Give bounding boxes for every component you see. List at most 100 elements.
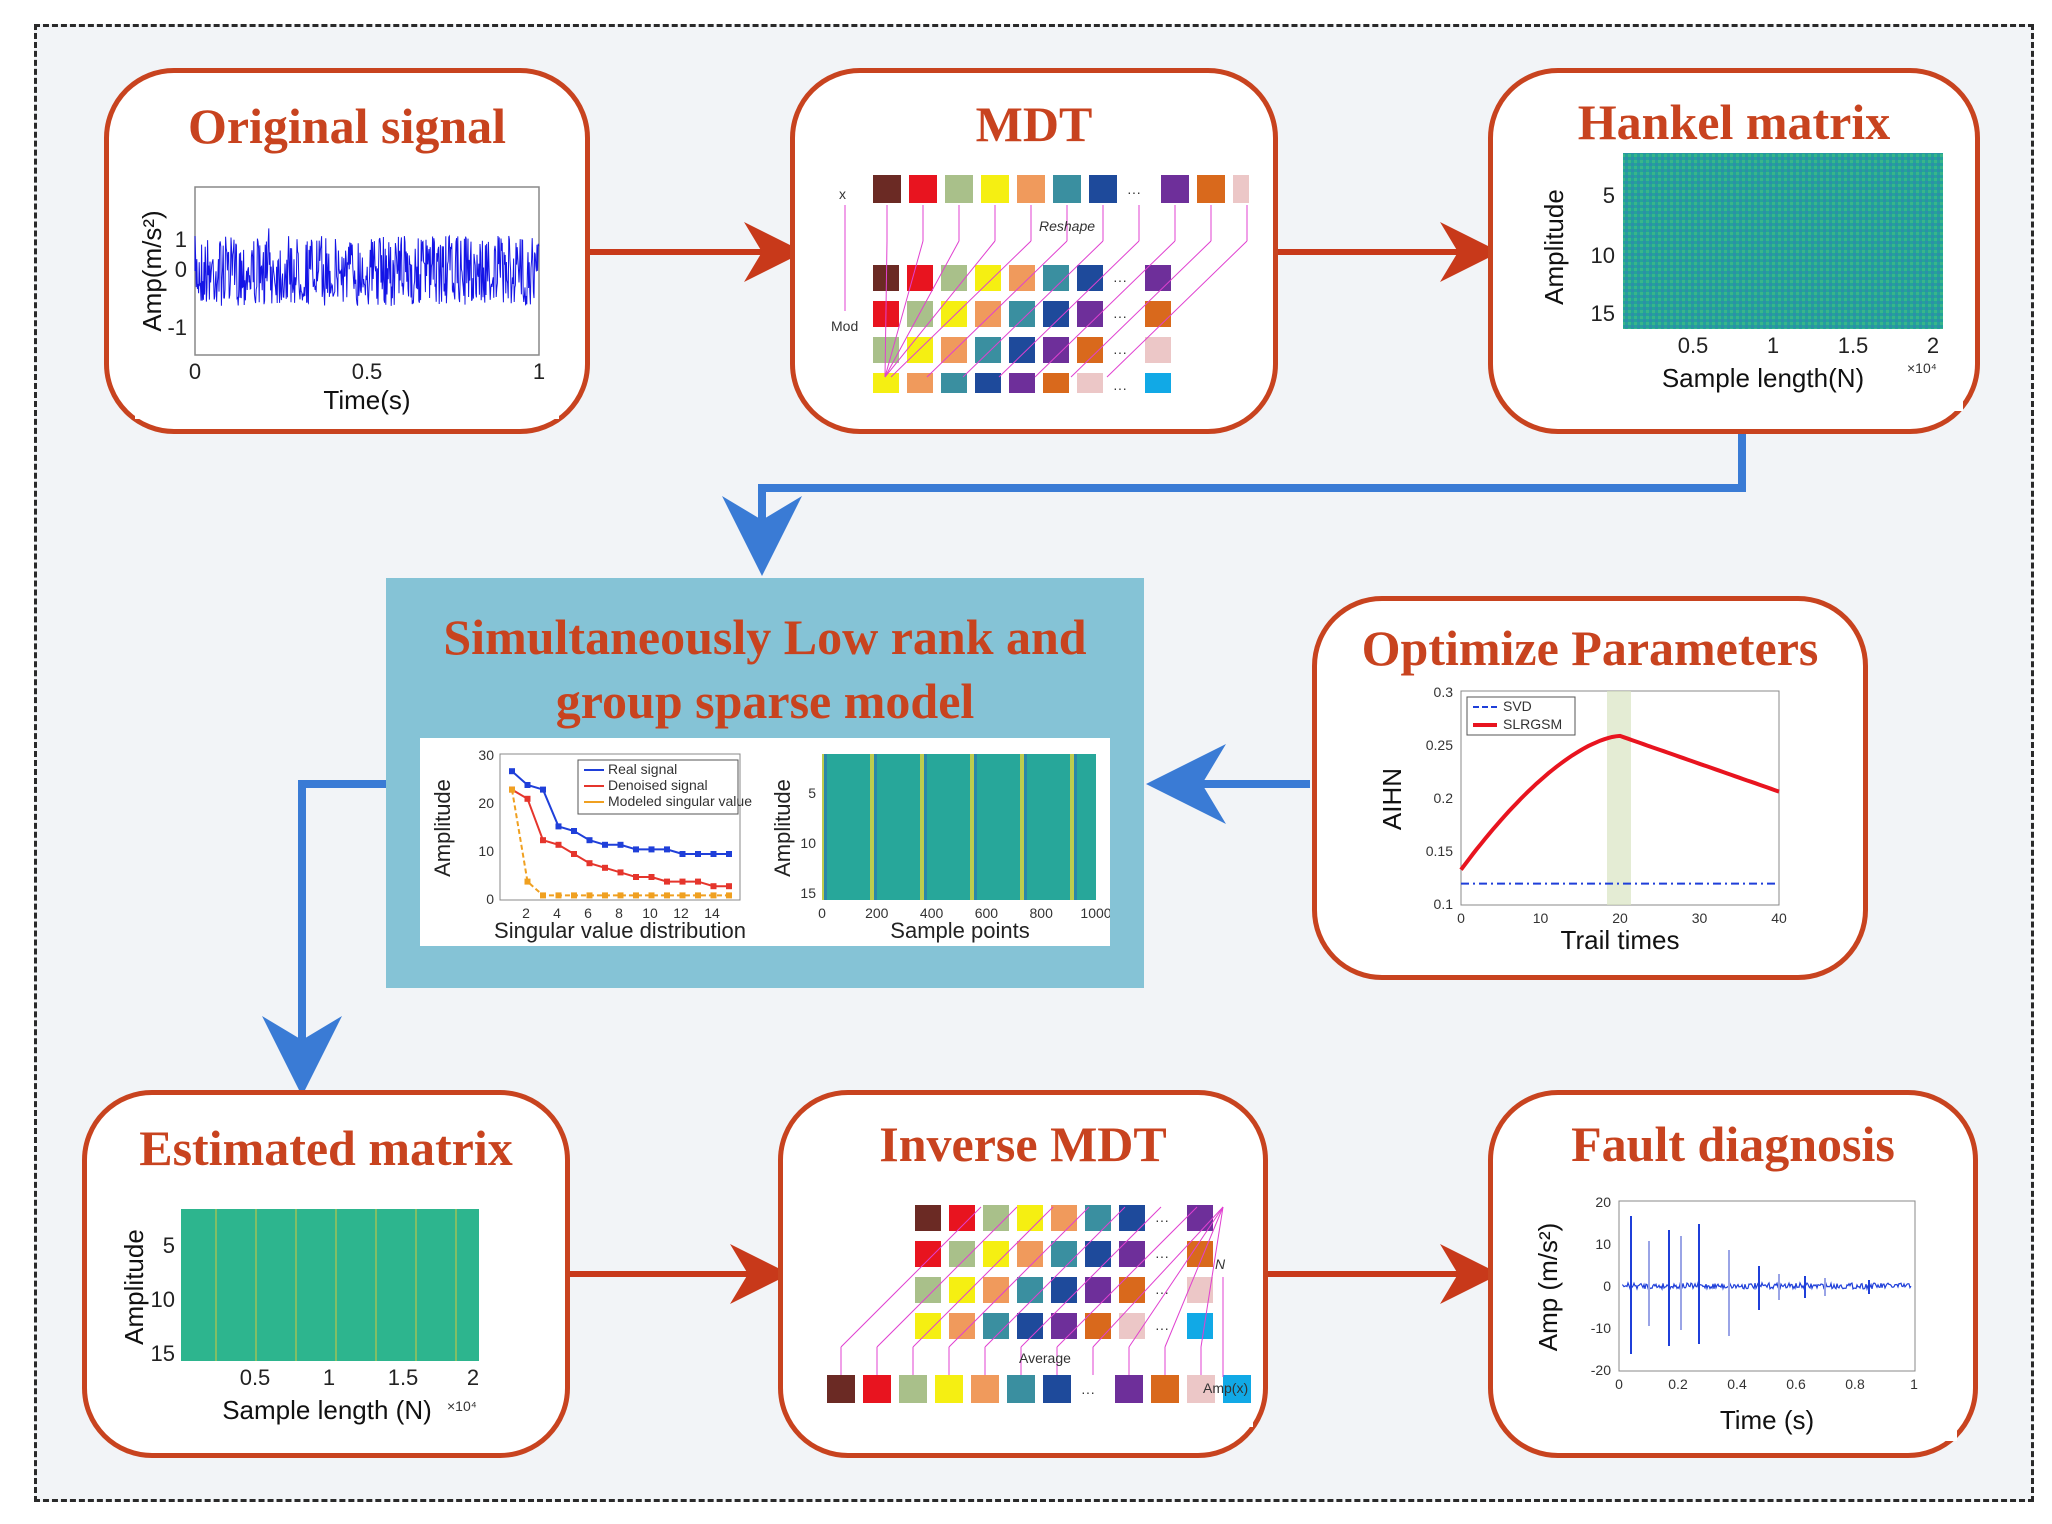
sv-marker bbox=[524, 878, 531, 885]
mdt-top-row-cell bbox=[1053, 175, 1081, 203]
inverse-right-label-bottom: Amp(x) bbox=[1203, 1380, 1248, 1396]
inv-row-cell bbox=[915, 1313, 941, 1339]
inv-bottom-row-cell bbox=[935, 1375, 963, 1403]
mdt-link bbox=[884, 240, 924, 378]
inv-link bbox=[1200, 1206, 1224, 1348]
original-signal-plot: 1 0 -1 0 0.5 1 Time(s) Amp(m/s²) bbox=[135, 167, 559, 419]
mdt-row-cell bbox=[1145, 265, 1171, 291]
mdt-row-cell bbox=[975, 265, 1001, 291]
sv-marker bbox=[571, 851, 577, 857]
inv-bottom-row-cell bbox=[827, 1375, 855, 1403]
estimated-heatmap bbox=[181, 1209, 479, 1361]
y-tick: -1 bbox=[167, 315, 187, 340]
y-tick: 0 bbox=[175, 257, 187, 282]
inv-bottom-row-cell bbox=[1007, 1375, 1035, 1403]
sv-marker bbox=[648, 874, 655, 880]
inverse-squares: ··············· bbox=[827, 1205, 1251, 1403]
inv-row-cell bbox=[949, 1313, 975, 1339]
x-axis-exponent: ×10⁴ bbox=[447, 1398, 477, 1414]
legend-entry: Denoised signal bbox=[608, 777, 708, 793]
y-tick: -20 bbox=[1591, 1362, 1611, 1378]
optimum-band bbox=[1607, 691, 1631, 905]
x-tick: 1 bbox=[323, 1365, 335, 1390]
x-tick: 2 bbox=[1927, 333, 1939, 358]
y-tick: 10 bbox=[800, 835, 816, 851]
x-tick: 20 bbox=[1612, 910, 1628, 926]
y-tick: 0.15 bbox=[1426, 843, 1453, 859]
legend-entry: SVD bbox=[1503, 698, 1532, 714]
inv-row-cell bbox=[1085, 1205, 1111, 1231]
x-axis-exponent: ×10⁴ bbox=[1907, 360, 1937, 376]
inv-row-cell bbox=[983, 1205, 1009, 1231]
mdt-row-cell bbox=[907, 337, 933, 363]
x-tick: 0 bbox=[189, 359, 201, 384]
sv-marker bbox=[555, 892, 562, 899]
hankel-plot: 5 10 15 0.5 1 1.5 2 Sample length(N) ×10… bbox=[1523, 151, 1963, 411]
mdt-left-label-bottom: Mod bbox=[831, 318, 858, 334]
ellipsis: ··· bbox=[1155, 1248, 1169, 1264]
legend-box bbox=[577, 759, 739, 815]
sv-marker bbox=[726, 892, 732, 899]
sv-marker bbox=[555, 841, 562, 848]
y-tick: 10 bbox=[1595, 1236, 1611, 1252]
mdt-row-cell bbox=[1043, 373, 1069, 393]
mdt-illustration: ··············· x Mod Reshape bbox=[829, 171, 1249, 393]
mdt-row-cell bbox=[941, 373, 967, 393]
mdt-link bbox=[998, 240, 1140, 378]
x-tick: 0.5 bbox=[352, 359, 383, 384]
x-tick: 1000 bbox=[1080, 905, 1110, 921]
sv-marker bbox=[509, 786, 515, 793]
mdt-row-cell bbox=[975, 337, 1001, 363]
singular-value-plot bbox=[509, 768, 732, 899]
ellipsis: ··· bbox=[1155, 1212, 1169, 1228]
arrow-center-to-estimated bbox=[262, 780, 388, 1096]
sv-marker bbox=[617, 892, 624, 899]
sv-marker bbox=[571, 892, 577, 899]
inv-row-cell bbox=[1085, 1313, 1111, 1339]
y-axis-label: Amp (m/s²) bbox=[1533, 1223, 1563, 1352]
sv-marker bbox=[540, 837, 546, 844]
x-axis-label: Time (s) bbox=[1720, 1405, 1814, 1435]
inv-row-cell bbox=[1017, 1241, 1043, 1267]
inverse-mdt-illustration: ··············· N Amp(x) Average bbox=[823, 1197, 1253, 1427]
hankel-heatmap bbox=[1623, 153, 1943, 329]
mdt-row-cell bbox=[1077, 301, 1103, 327]
inv-link bbox=[1056, 1206, 1198, 1348]
mdt-mid-label: Reshape bbox=[1039, 218, 1095, 234]
x-tick: 0 bbox=[1615, 1376, 1623, 1392]
sv-marker bbox=[664, 878, 670, 885]
x-tick: 0 bbox=[1457, 910, 1465, 926]
sv-marker bbox=[602, 841, 608, 848]
mdt-row-cell bbox=[1145, 337, 1171, 363]
inv-row-cell bbox=[1187, 1205, 1213, 1231]
mdt-top-row-cell bbox=[1089, 175, 1117, 203]
sv-marker bbox=[509, 768, 515, 775]
inv-row-cell bbox=[1085, 1277, 1111, 1303]
x-tick: 800 bbox=[1030, 905, 1054, 921]
inv-row-cell bbox=[983, 1313, 1009, 1339]
inv-row-cell bbox=[1017, 1313, 1043, 1339]
mdt-row-cell bbox=[941, 265, 967, 291]
y-tick: 15 bbox=[1591, 301, 1615, 326]
x-tick: 1 bbox=[1767, 333, 1779, 358]
center-title-line1: Simultaneously Low rank and bbox=[443, 609, 1087, 665]
inv-row-cell bbox=[983, 1241, 1009, 1267]
legend-box bbox=[1466, 696, 1576, 736]
y-axis-label: Amplitude bbox=[770, 779, 795, 877]
inv-row-cell bbox=[1051, 1313, 1077, 1339]
y-tick: 0.3 bbox=[1434, 684, 1454, 700]
sv-marker bbox=[524, 795, 531, 802]
sv-marker bbox=[602, 864, 608, 871]
ellipsis: ··· bbox=[1113, 344, 1127, 360]
x-tick: 4 bbox=[553, 905, 561, 921]
mdt-link bbox=[926, 240, 1068, 378]
y-tick: 0.1 bbox=[1434, 896, 1454, 912]
mdt-row-cell bbox=[1009, 301, 1035, 327]
sv-marker bbox=[571, 828, 577, 834]
x-axis-label: Singular value distribution bbox=[494, 918, 746, 943]
fault-title: Fault diagnosis bbox=[1571, 1116, 1895, 1172]
inv-bottom-row-cell bbox=[899, 1375, 927, 1403]
original-signal-title: Original signal bbox=[187, 98, 507, 154]
